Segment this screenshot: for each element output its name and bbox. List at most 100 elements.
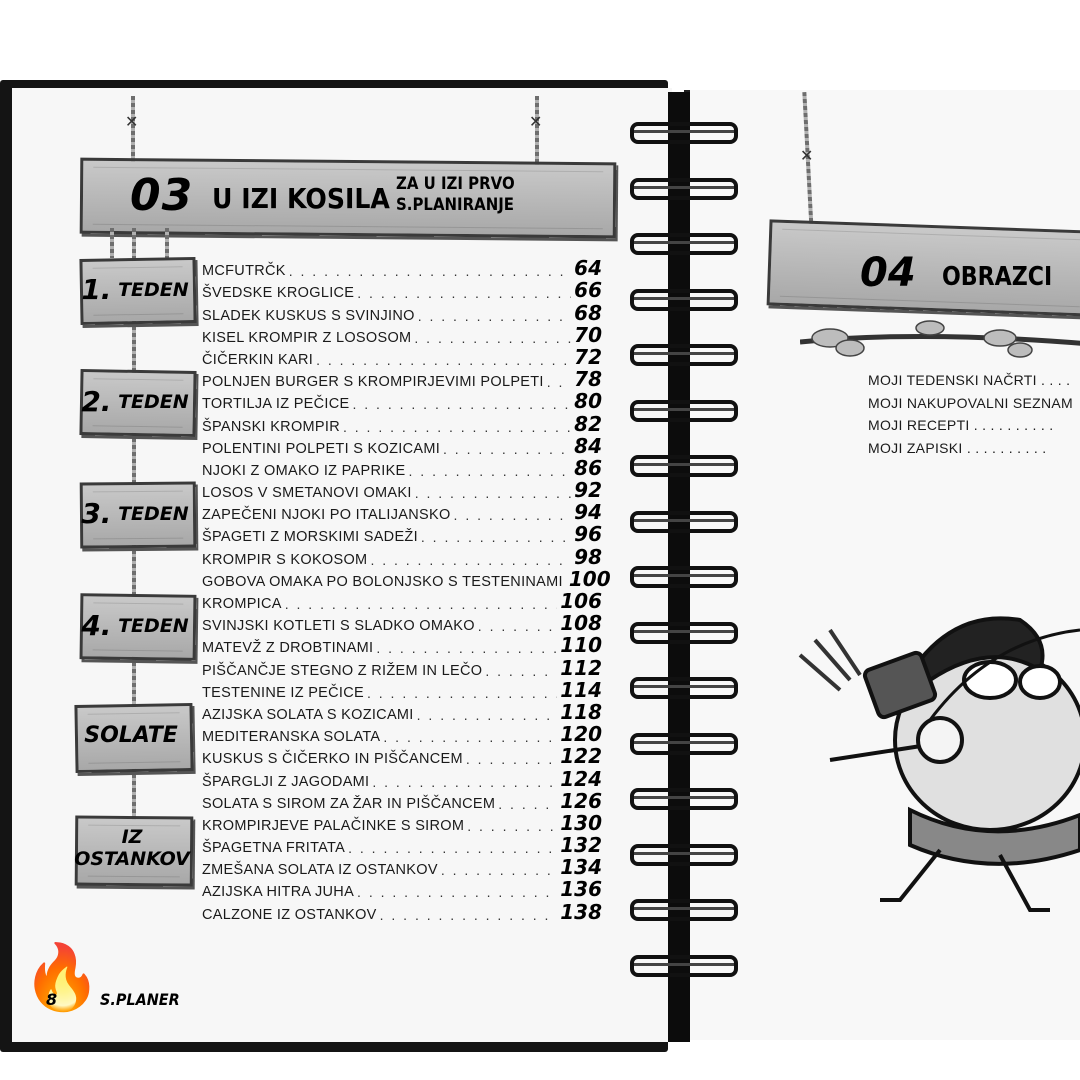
toc-title: ŠPAGETI Z MORSKIMI SADEŽI [202, 529, 418, 546]
section-number: 04 [860, 250, 916, 296]
toc-title: SLADEK KUSKUS S SVINJINO [202, 307, 415, 324]
spiral-coil [630, 951, 742, 983]
toc-row[interactable]: POLENTINI POLPETI S KOZICAMI. . . . . . … [202, 435, 602, 457]
toc-title: MEDITERANSKA SOLATA [202, 729, 381, 746]
toc-row[interactable]: GOBOVA OMAKA PO BOLONJSKO S TESTENINAMI.… [202, 568, 611, 590]
toc-leader-dots: . . . . . . . . . . . . . . . . . . . . … [453, 507, 571, 524]
toc-row[interactable]: KROMPIRJEVE PALAČINKE S SIROM. . . . . .… [202, 812, 602, 834]
toc-page-number: 136 [560, 877, 602, 902]
toc-page-number: 126 [560, 788, 602, 813]
toc-row[interactable]: TESTENINE IZ PEČICE. . . . . . . . . . .… [202, 679, 602, 701]
toc-title: ŠPAGETNA FRITATA [202, 840, 346, 857]
toc-row[interactable]: AZIJSKA HITRA JUHA. . . . . . . . . . . … [202, 878, 602, 900]
toc-leader-dots: . . . . . . . . . . . . . . . . . . . . … [417, 307, 571, 324]
toc-title: SVINJSKI KOTLETI S SLADKO OMAKO [202, 618, 475, 635]
week-label-ostankov: IZ OSTANKOV [74, 826, 190, 870]
toc-row[interactable]: KISEL KROMPIR Z LOSOSOM. . . . . . . . .… [202, 324, 602, 346]
toc-title: AZIJSKA SOLATA S KOZICAMI [202, 706, 414, 723]
toc-row[interactable]: MATEVŽ Z DROBTINAMI. . . . . . . . . . .… [202, 634, 602, 656]
toc-row[interactable]: TORTILJA IZ PEČICE. . . . . . . . . . . … [202, 390, 602, 412]
toc-page-number: 138 [560, 899, 602, 924]
toc-page-number: 84 [574, 433, 602, 458]
toc-row[interactable]: ŠPANSKI KROMPIR. . . . . . . . . . . . .… [202, 411, 602, 436]
section-title: OBRAZCI [942, 262, 1053, 292]
spiral-coil [630, 229, 742, 261]
toc-leader-dots: . . . . . . . . . . . . . . . . . . . . … [498, 795, 557, 812]
toc-row[interactable]: AZIJSKA SOLATA S KOZICAMI. . . . . . . .… [202, 701, 602, 723]
toc-page-number: 94 [574, 500, 602, 525]
toc-page-number: 86 [574, 455, 602, 480]
toc-row[interactable]: ZAPEČENI NJOKI PO ITALIJANSKO. . . . . .… [202, 501, 602, 523]
toc-page-number: 118 [560, 699, 602, 724]
toc-row[interactable]: ŠVEDSKE KROGLICE. . . . . . . . . . . . … [202, 279, 602, 301]
toc-leader-dots: . . . . . . . . . . . . . . . . . . . . … [408, 462, 571, 479]
spiral-coil [630, 174, 742, 206]
toc-row[interactable]: PIŠČANČJE STEGNO Z RIŽEM IN LEČO. . . . … [202, 655, 602, 680]
toc-leader-dots: . . . . . . . . . . . . . . . . . . . . … [440, 862, 557, 879]
spiral-coil [630, 118, 742, 150]
toc-row[interactable]: SOLATA S SIROM ZA ŽAR IN PIŠČANCEM. . . … [202, 790, 602, 812]
toc-title: CALZONE IZ OSTANKOV [202, 906, 377, 923]
toc-row[interactable]: ŠPAGETNA FRITATA. . . . . . . . . . . . … [202, 834, 602, 856]
toc-title: AZIJSKA HITRA JUHA [202, 884, 355, 901]
toc-page-number: 82 [574, 411, 602, 436]
toc-row[interactable]: ZMEŠANA SOLATA IZ OSTANKOV. . . . . . . … [202, 856, 602, 878]
toc-row[interactable]: LOSOS V SMETANOVI OMAKI. . . . . . . . .… [202, 479, 602, 501]
toc-row[interactable]: MCFUTRČK. . . . . . . . . . . . . . . . … [202, 257, 602, 279]
toc-leader-dots: . . . . . . . . . . . . . . . . . . . . … [342, 418, 571, 435]
toc-leader-dots: . . . . . . . . . . . . . . . . . . . . … [414, 485, 571, 502]
spiral-coil [630, 562, 742, 594]
toc-leader-dots: . . . . . . . . . . . . . . . . . . . . … [379, 906, 558, 923]
toc-leader-dots: . . . . . . . . . . . . . . . . . . . . … [352, 396, 571, 413]
week-label-3: 3. TEDEN [81, 497, 189, 530]
toc-leader-dots: . . . . . . . . . . . . . . . . . . . . … [288, 263, 571, 280]
toc-row[interactable]: MEDITERANSKA SOLATA. . . . . . . . . . .… [202, 723, 602, 745]
toc-row[interactable]: KROMPIR S KOKOSOM. . . . . . . . . . . .… [202, 544, 602, 569]
week-label-2: 2. TEDEN [81, 385, 189, 418]
toc-leader-dots: . . . . . . . . . . . . . . . . . . . . … [477, 618, 557, 635]
leaf-branch-illustration [800, 320, 1080, 358]
section-subtitle: ZA U IZI PRVO S.PLANIRANJE [396, 174, 515, 215]
spiral-coil [630, 840, 742, 872]
week-label-solate: SOLATE [84, 723, 178, 748]
toc-row[interactable]: KUSKUS S ČIČERKO IN PIŠČANCEM. . . . . .… [202, 745, 602, 767]
toc-row[interactable]: ČIČERKIN KARI. . . . . . . . . . . . . .… [202, 346, 602, 368]
rope [535, 96, 539, 166]
toc-title: ZMEŠANA SOLATA IZ OSTANKOV [202, 862, 438, 879]
section-number: 03 [130, 170, 194, 221]
toc-row[interactable]: SVINJSKI KOTLETI S SLADKO OMAKO. . . . .… [202, 612, 602, 634]
toc-page-number: 98 [574, 544, 602, 569]
week-label-4: 4. TEDEN [81, 609, 189, 642]
toc-page-number: 68 [574, 300, 602, 325]
toc-row[interactable]: POLNJEN BURGER S KROMPIRJEVIMI POLPETI. … [202, 368, 602, 390]
toc-title: ZAPEČENI NJOKI PO ITALIJANSKO [202, 507, 451, 524]
toc-title: KISEL KROMPIR Z LOSOSOM [202, 329, 412, 346]
toc-page-number: 110 [560, 633, 602, 658]
list-item: MOJI RECEPTI . . . . . . . . . . [868, 417, 1054, 433]
toc-title: KROMPICA [202, 596, 282, 612]
toc-page-number: 120 [560, 722, 602, 747]
toc-row[interactable]: NJOKI Z OMAKO IZ PAPRIKE. . . . . . . . … [202, 457, 602, 479]
rope-knot-icon: ✕ [800, 146, 814, 165]
page-number: 8 [46, 990, 58, 1009]
caveman-archer-illustration [798, 616, 1080, 912]
right-table-of-contents: MOJI TEDENSKI NAČRTI . . . . MOJI NAKUPO… [868, 372, 1080, 462]
toc-page-number: 132 [560, 833, 602, 858]
toc-row[interactable]: KROMPICA. . . . . . . . . . . . . . . . … [202, 590, 602, 612]
toc-page-number: 92 [574, 478, 602, 503]
toc-row[interactable]: ŠPARGLJI Z JAGODAMI. . . . . . . . . . .… [202, 767, 602, 790]
toc-leader-dots: . . . . . . . . . . . . . . . . . . . . … [443, 440, 571, 457]
rope [131, 96, 135, 166]
toc-page-number: 80 [574, 389, 602, 414]
week-label-1: 1. TEDEN [81, 273, 189, 306]
toc-leader-dots: . . . . . . . . . . . . . . . . . . . . … [348, 840, 557, 857]
toc-row[interactable]: ŠPAGETI Z MORSKIMI SADEŽI. . . . . . . .… [202, 523, 602, 545]
toc-title: TESTENINE IZ PEČICE [202, 684, 364, 701]
toc-title: MATEVŽ Z DROBTINAMI [202, 640, 374, 657]
toc-page-number: 112 [560, 655, 602, 680]
rope [165, 228, 169, 258]
toc-row[interactable]: CALZONE IZ OSTANKOV. . . . . . . . . . .… [202, 899, 602, 924]
toc-row[interactable]: SLADEK KUSKUS S SVINJINO. . . . . . . . … [202, 300, 602, 325]
toc-title: LOSOS V SMETANOVI OMAKI [202, 485, 412, 502]
toc-title: KROMPIR S KOKOSOM [202, 551, 368, 568]
